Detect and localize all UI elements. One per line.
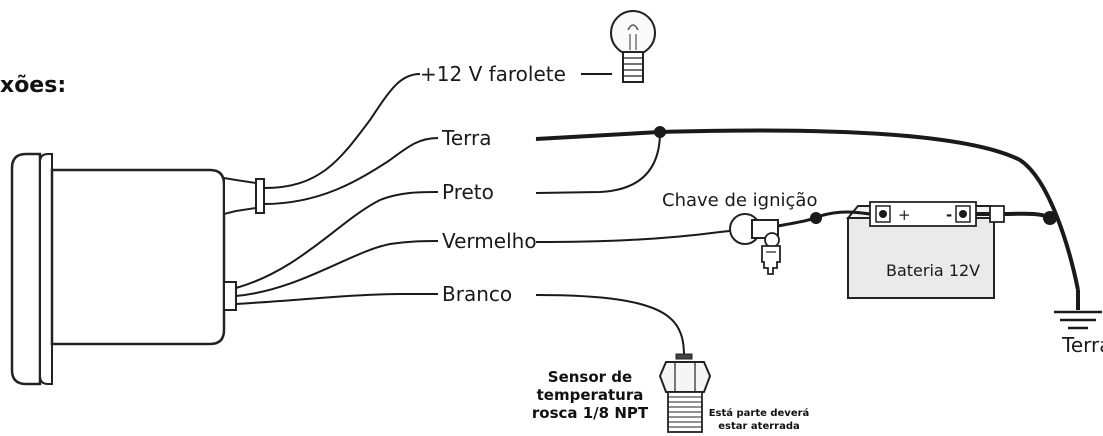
wire-lamp	[263, 73, 421, 189]
sensor-label-line1: Sensor de	[548, 368, 632, 386]
label-red: Vermelho	[442, 229, 537, 253]
battery: + - Bateria 12V	[845, 201, 998, 299]
junction-dot-battery-ground	[1043, 211, 1057, 225]
ground-symbol-icon	[1054, 310, 1102, 330]
label-ignition: Chave de ignição	[662, 190, 817, 211]
sensor-label-line3: rosca 1/8 NPT	[532, 404, 649, 422]
ignition-key-icon	[729, 213, 781, 275]
gauge-wires	[235, 73, 439, 305]
label-ground-symbol: Terra	[1061, 333, 1103, 357]
ground-main-wire	[535, 128, 1080, 310]
label-ground: Terra	[441, 126, 491, 150]
negative-cable-clamp	[989, 205, 1005, 223]
sensor-label-line2: temperatura	[537, 386, 644, 404]
wire-ground	[263, 137, 439, 205]
wire-red-to-ignition	[535, 227, 745, 243]
wire-black	[235, 191, 439, 289]
junction-dot-ground	[654, 126, 666, 138]
label-black: Preto	[442, 180, 494, 204]
battery-negative-label: -	[946, 206, 952, 224]
sensor-note-line1: Está parte deverá	[709, 407, 810, 419]
wire-white-to-sensor	[535, 294, 685, 357]
temperature-sensor-icon	[658, 353, 712, 433]
lamp-bulb-icon	[610, 10, 656, 83]
wire-white	[235, 293, 438, 305]
battery-negative-terminal-icon	[959, 210, 967, 218]
battery-label: Bateria 12V	[886, 261, 980, 280]
battery-positive-terminal-icon	[879, 210, 887, 218]
junction-dot-ignition	[810, 212, 822, 224]
label-lamp: +12 V farolete	[420, 62, 566, 86]
wire-red	[235, 240, 439, 297]
connections-title: xões:	[0, 73, 66, 98]
battery-positive-label: +	[898, 206, 911, 224]
sensor-note-line2: estar aterrada	[718, 421, 800, 432]
gauge-body	[10, 152, 265, 386]
label-white: Branco	[442, 282, 512, 306]
